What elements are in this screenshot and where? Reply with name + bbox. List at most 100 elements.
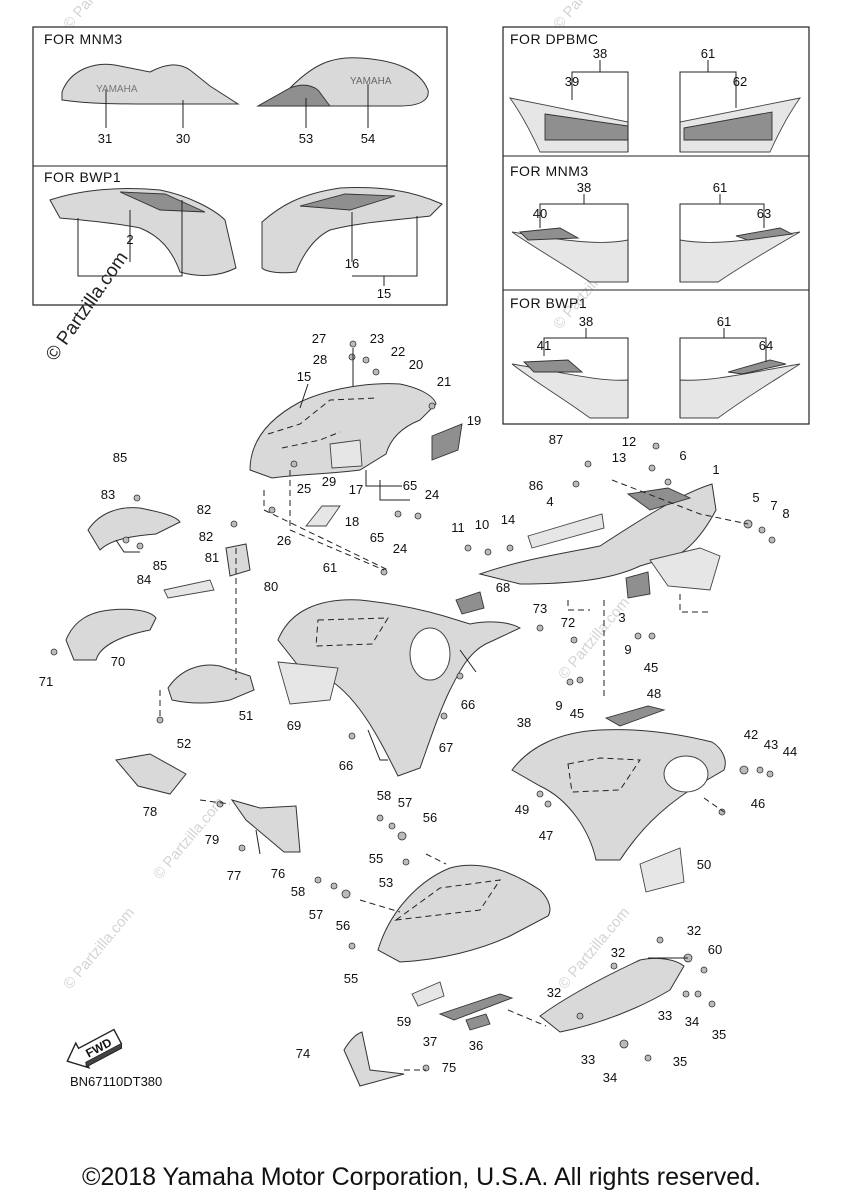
callout-19: 19 xyxy=(467,413,481,428)
callout-82b: 82 xyxy=(199,529,213,544)
callout-60: 60 xyxy=(708,942,722,957)
callout-50: 50 xyxy=(697,857,711,872)
callout-69: 69 xyxy=(287,718,301,733)
callout-31: 31 xyxy=(98,131,112,146)
callout-87: 87 xyxy=(549,432,563,447)
bwp1-fairing-right-stripe xyxy=(299,193,396,211)
side-cover-logo-right: YAMAHA xyxy=(350,76,392,87)
callout-11: 11 xyxy=(451,520,465,535)
callout-55b: 55 xyxy=(344,971,358,986)
cover-74 xyxy=(343,1031,405,1087)
callout-3: 3 xyxy=(618,610,625,625)
callout-29: 29 xyxy=(322,474,336,489)
callout-61-dpbmc: 61 xyxy=(701,46,715,61)
callout-58b: 58 xyxy=(291,884,305,899)
callout-85a: 85 xyxy=(113,450,127,465)
callout-67: 67 xyxy=(439,740,453,755)
belly-pan-30 xyxy=(539,957,685,1033)
side-cowl-61 xyxy=(277,599,522,777)
callout-61: 61 xyxy=(323,560,337,575)
callout-32b: 32 xyxy=(611,945,625,960)
callout-76: 76 xyxy=(271,866,285,881)
callout-52: 52 xyxy=(177,736,191,751)
duct-51 xyxy=(167,664,255,704)
callout-7: 7 xyxy=(770,498,777,513)
callout-17: 17 xyxy=(349,482,363,497)
callout-80: 80 xyxy=(264,579,278,594)
inner-panel-83 xyxy=(87,507,181,551)
upper-cowling xyxy=(249,383,437,479)
callout-61-mnm3: 61 xyxy=(713,180,727,195)
callout-46: 46 xyxy=(751,796,765,811)
callout-41: 41 xyxy=(537,338,551,353)
fasteners xyxy=(50,340,776,1072)
strip-4 xyxy=(527,513,605,549)
callout-74: 74 xyxy=(296,1046,310,1061)
callout-15: 15 xyxy=(297,369,311,384)
callout-70: 70 xyxy=(111,654,125,669)
figure-code: BN67110DT380 xyxy=(70,1074,162,1089)
panel-title-bwp1-right: FOR BWP1 xyxy=(510,295,587,311)
callout-42: 42 xyxy=(744,727,758,742)
callout-61-bwp1: 61 xyxy=(717,314,731,329)
mnm3-decal-right xyxy=(735,227,794,241)
callout-26: 26 xyxy=(277,533,291,548)
callout-57a: 57 xyxy=(398,795,412,810)
watermark-main: © Partzilla.com xyxy=(42,248,133,365)
callout-45b: 45 xyxy=(570,706,584,721)
callout-38: 38 xyxy=(517,715,531,730)
bwp1-decal-right xyxy=(727,359,787,375)
callout-38-mnm3: 38 xyxy=(577,180,591,195)
panel-48 xyxy=(604,705,666,727)
panel-50 xyxy=(639,847,685,893)
panel-title-mnm3: FOR MNM3 xyxy=(44,31,123,47)
fairing-stripe-1 xyxy=(626,487,692,511)
callout-53-main: 53 xyxy=(379,875,393,890)
callout-27: 27 xyxy=(312,331,326,346)
callout-84: 84 xyxy=(137,572,151,587)
callout-34b: 34 xyxy=(603,1070,617,1085)
bracket-81 xyxy=(163,579,215,599)
strip-36 xyxy=(465,1013,491,1031)
clip-68 xyxy=(455,591,485,615)
callout-33b: 33 xyxy=(581,1052,595,1067)
callout-77: 77 xyxy=(227,868,241,883)
copyright-notice: ©2018 Yamaha Motor Corporation, U.S.A. A… xyxy=(82,1163,761,1191)
side-cover-right-dark xyxy=(256,84,331,107)
callout-9b: 9 xyxy=(555,698,562,713)
callout-43: 43 xyxy=(764,737,778,752)
watermark-faint-1: © Partzilla.com xyxy=(60,0,138,33)
callout-16: 16 xyxy=(345,256,359,271)
callout-56b: 56 xyxy=(336,918,350,933)
callout-21: 21 xyxy=(437,374,451,389)
callout-24b: 24 xyxy=(393,541,407,556)
callout-55a: 55 xyxy=(369,851,383,866)
callout-78: 78 xyxy=(143,804,157,819)
panel-69 xyxy=(277,661,339,705)
panel-title-bwp1: FOR BWP1 xyxy=(44,169,121,185)
callout-65a: 65 xyxy=(370,530,384,545)
callout-79: 79 xyxy=(205,832,219,847)
callout-12: 12 xyxy=(622,434,636,449)
callout-15-panel: 15 xyxy=(377,286,391,301)
callout-75: 75 xyxy=(442,1060,456,1075)
callout-39: 39 xyxy=(565,74,579,89)
watermark-faint-4: © Partzilla.com xyxy=(555,594,633,682)
mnm3-decal-left xyxy=(519,227,580,241)
callout-32c: 32 xyxy=(547,985,561,1000)
callout-59: 59 xyxy=(397,1014,411,1029)
watermark-faint-2: © Partzilla.com xyxy=(550,0,628,33)
callout-86: 86 xyxy=(529,478,543,493)
callouts: 1 3 4 5 6 7 8 9 9 10 11 12 13 14 15 17 1… xyxy=(39,331,797,1085)
callout-40: 40 xyxy=(533,206,547,221)
callout-38-bwp1: 38 xyxy=(579,314,593,329)
callout-23: 23 xyxy=(370,331,384,346)
callout-24a: 24 xyxy=(425,487,439,502)
callout-63: 63 xyxy=(757,206,771,221)
inner-panel-19 xyxy=(431,423,463,461)
watermark-faint-5: © Partzilla.com xyxy=(60,904,138,992)
side-cowl-vent xyxy=(409,627,451,681)
callout-32a: 32 xyxy=(687,923,701,938)
callout-14: 14 xyxy=(501,512,515,527)
callout-68: 68 xyxy=(496,580,510,595)
